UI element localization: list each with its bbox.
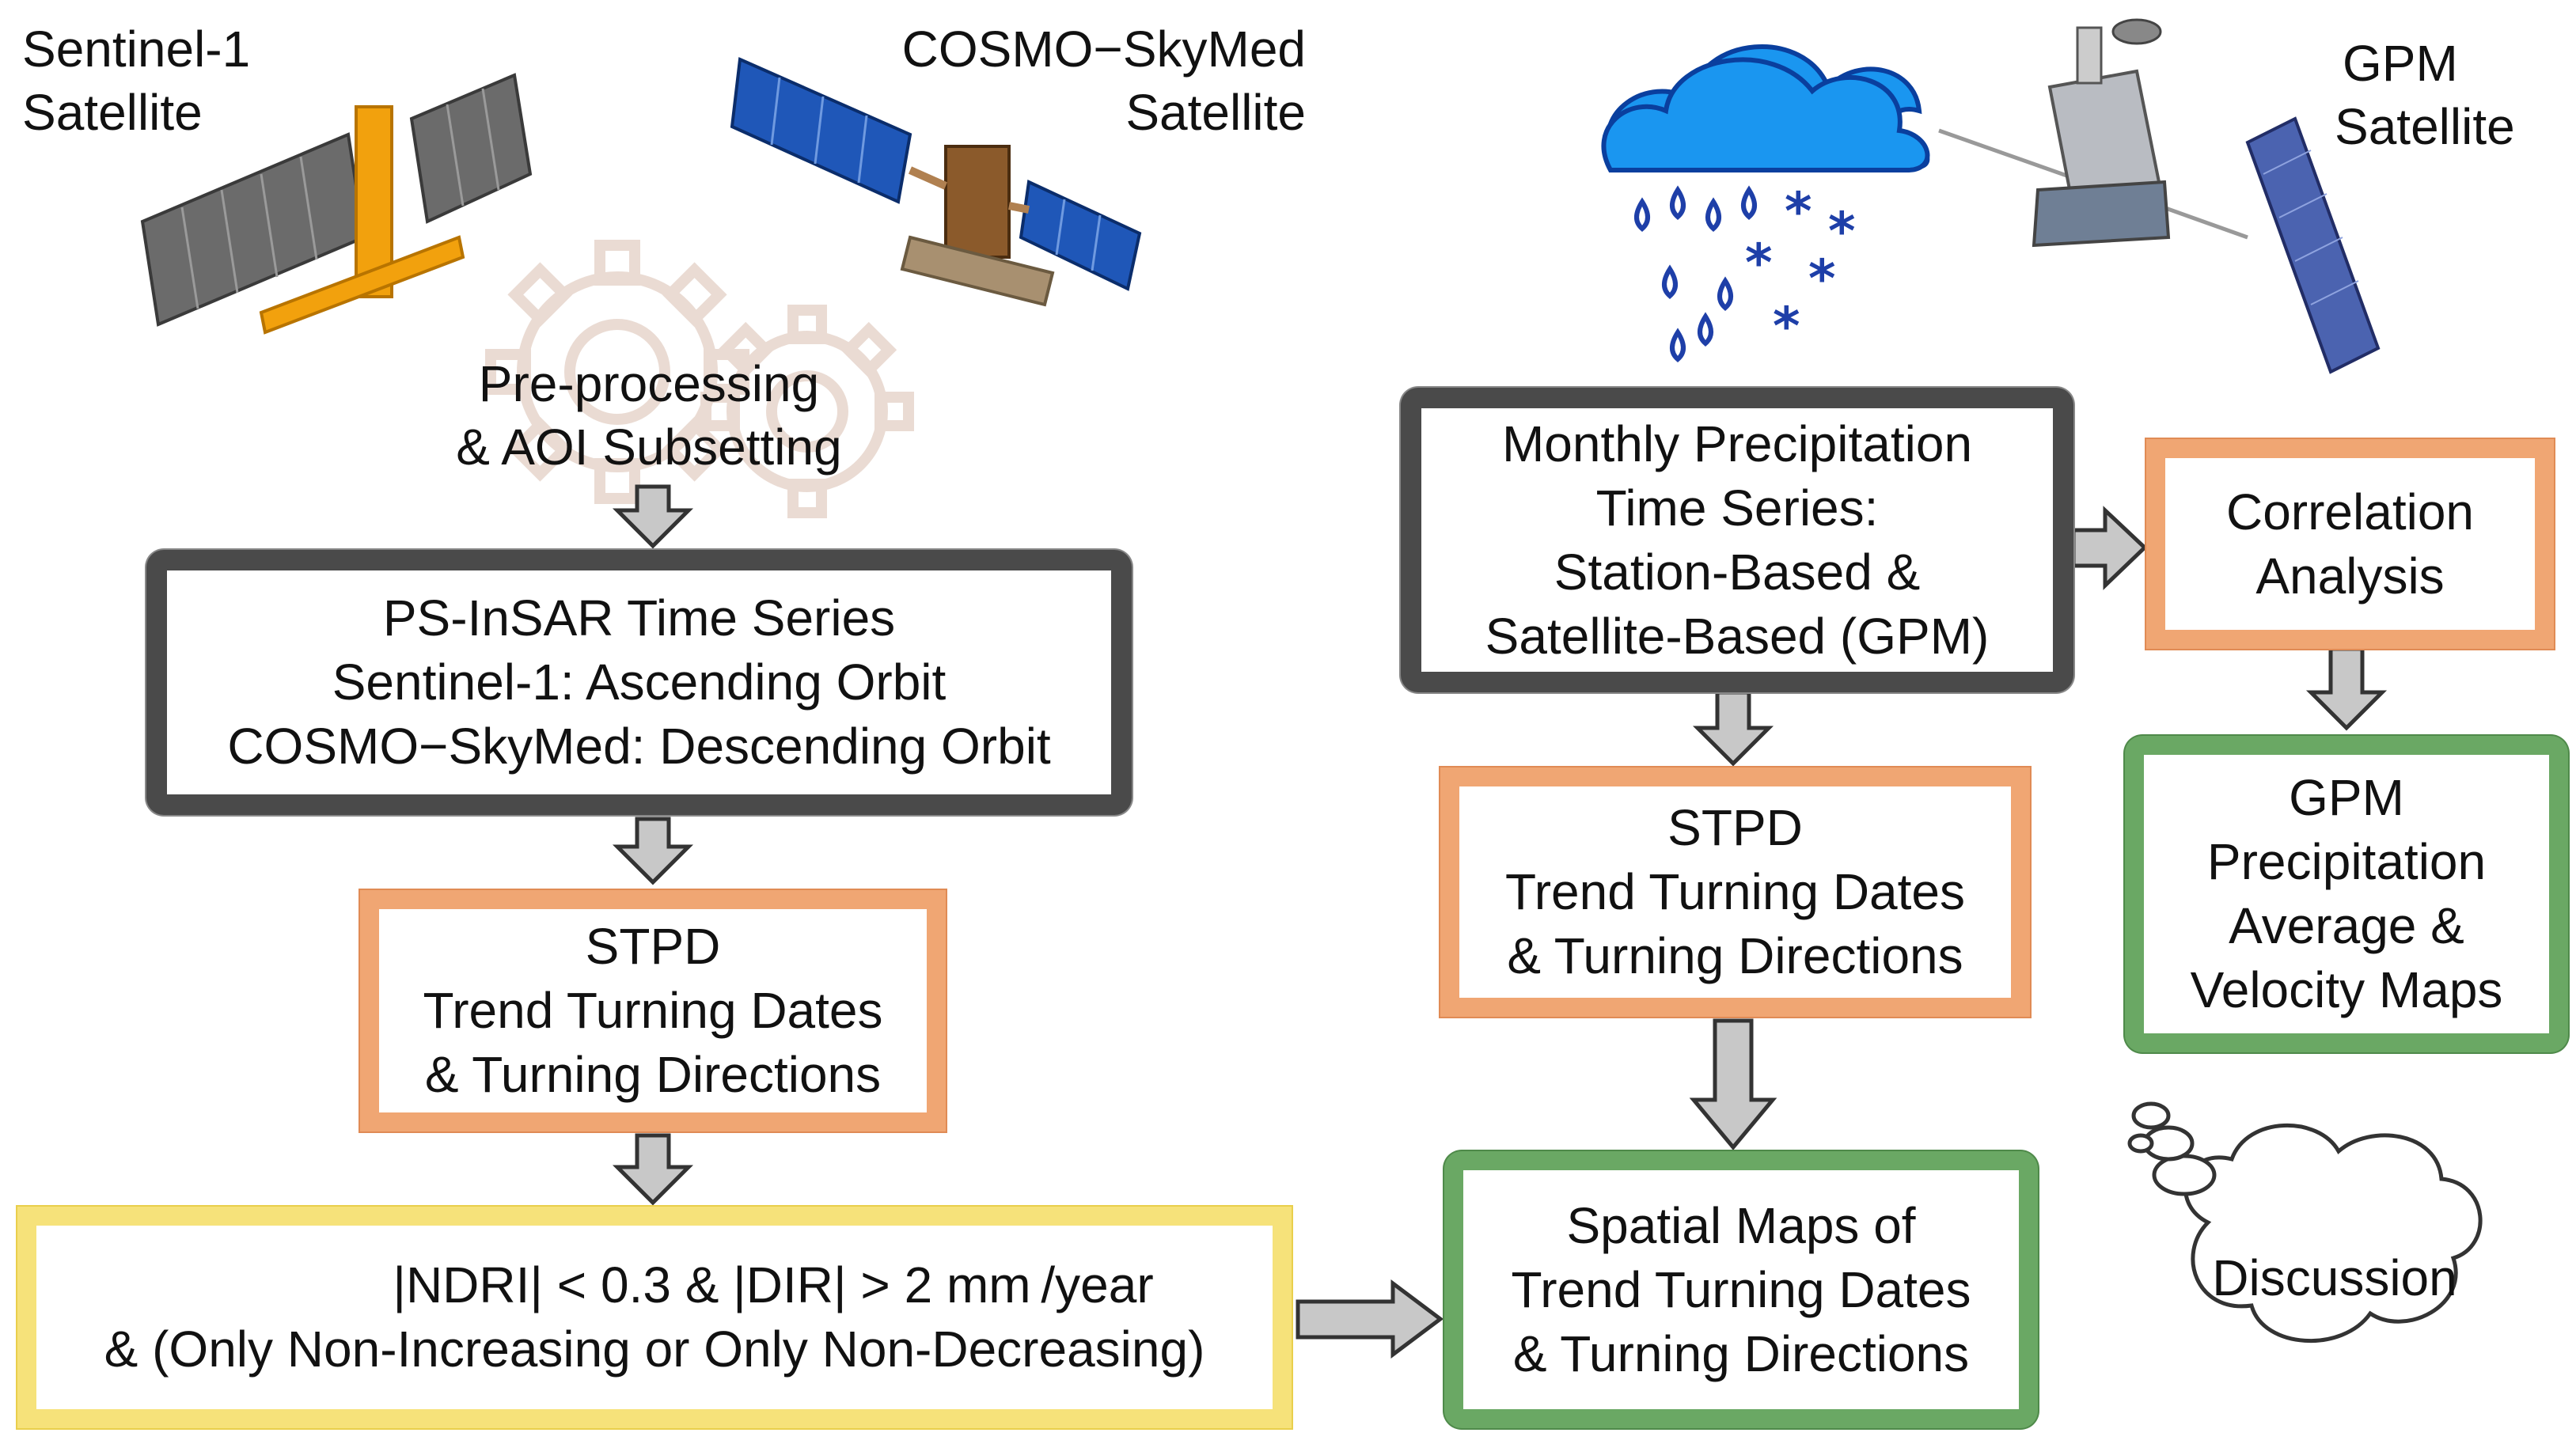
gpm-satellite-icon	[1938, 18, 2381, 374]
discussion-label: Discussion	[2212, 1249, 2457, 1306]
svg-text:*: *	[1745, 233, 1773, 294]
arrow-down-6	[2305, 646, 2388, 731]
sentinel-satellite-icon	[140, 73, 533, 335]
arrow-down-3	[612, 1133, 694, 1206]
arrow-down-2	[612, 817, 694, 885]
svg-text:*: *	[1808, 248, 1836, 309]
gpm-label: GPM Satellite	[2335, 35, 2515, 155]
cosmo-skymed-satellite-icon	[730, 57, 1142, 307]
flow-arrows	[612, 484, 2388, 1359]
svg-text:*: *	[1785, 181, 1812, 242]
spatial-maps-box: Spatial Maps of Trend Turning Dates & Tu…	[1444, 1151, 2038, 1428]
arrow-down-4	[1692, 690, 1774, 767]
svg-text:*: *	[1773, 296, 1800, 357]
gears-icon	[485, 240, 914, 518]
preprocessing-label: Pre-processing & AOI Subsetting	[456, 355, 842, 476]
correlation-analysis-box: Correlation Analysis	[2146, 439, 2554, 649]
stpd-right-box: STPD Trend Turning Dates & Turning Direc…	[1440, 767, 2030, 1017]
psinsar-box: PS-InSAR Time Series Sentinel-1: Ascendi…	[146, 550, 1132, 815]
precipitation-timeseries-box: Monthly Precipitation Time Series: Stati…	[1401, 388, 2073, 692]
sentinel-label: Sentinel-1 Satellite	[22, 21, 251, 141]
rain-cloud-icon: * * * * *	[1601, 44, 1930, 362]
arrow-right-2	[2071, 506, 2148, 590]
stpd-left-box: STPD Trend Turning Dates & Turning Direc…	[360, 890, 946, 1131]
cosmo-label: COSMO−SkyMed Satellite	[901, 21, 1306, 141]
gpm-maps-box: GPM Precipitation Average & Velocity Map…	[2125, 736, 2568, 1052]
arrow-right-1	[1296, 1279, 1444, 1359]
arrow-down-1	[612, 484, 694, 549]
thought-bubble	[2127, 1101, 2483, 1344]
svg-text:*: *	[1828, 201, 1856, 262]
arrow-down-5	[1689, 1018, 1777, 1150]
filter-criteria-box: |NDRI| < 0.3 & |DIR| > 2 mm /year & (Onl…	[17, 1207, 1292, 1428]
